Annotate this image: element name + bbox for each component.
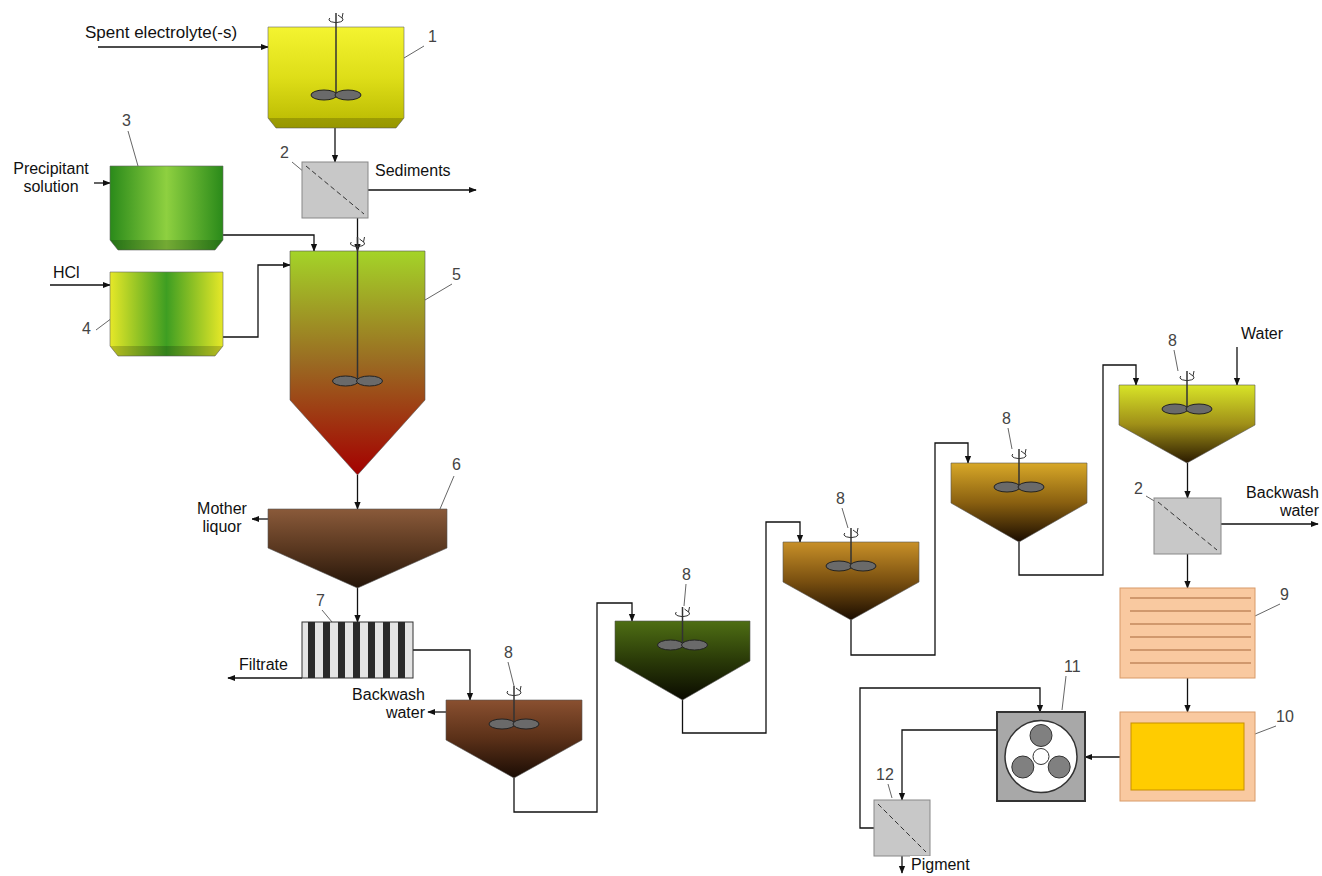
stream-label: Backwash water — [342, 686, 426, 722]
leader-lines — [96, 46, 1280, 798]
callout-number: 3 — [122, 112, 131, 130]
flow-connector — [223, 235, 314, 251]
equipment-shape — [951, 463, 1087, 542]
callout-number: 1 — [428, 28, 437, 46]
equipment-unit: 8 — [446, 700, 582, 778]
leader-line — [1255, 726, 1276, 734]
equipment-unit: 3 — [110, 166, 223, 250]
leader-line — [128, 131, 138, 166]
equipment-shape — [997, 712, 1085, 801]
equipment-unit: 8 — [615, 621, 750, 700]
leader-line — [425, 284, 452, 300]
leader-line — [440, 476, 454, 509]
flow-connector — [1085, 756, 1120, 757]
stream-label: Pigment — [910, 856, 971, 874]
equipment-unit: 8 — [1119, 385, 1255, 463]
stream-label: Mother liquor — [192, 500, 252, 536]
equipment-unit: 2 — [302, 162, 368, 218]
leader-line — [96, 318, 112, 330]
callout-number: 10 — [1276, 708, 1294, 726]
flow-connector — [357, 588, 358, 622]
stream-label: Filtrate — [238, 656, 289, 674]
equipment-shape — [302, 162, 368, 218]
leader-line — [1062, 676, 1066, 710]
input-arrows — [50, 47, 1318, 873]
callout-number: 4 — [82, 320, 91, 338]
equipment-unit: 6 — [268, 509, 447, 588]
leader-line — [508, 662, 514, 686]
leader-line — [404, 46, 424, 58]
equipment-shape — [268, 509, 447, 588]
equipment-shape — [1119, 385, 1255, 463]
callout-number: 11 — [1064, 658, 1081, 676]
equipment-unit: 8 — [951, 463, 1087, 542]
callout-number: 2 — [280, 144, 289, 162]
callout-number: 7 — [316, 592, 325, 610]
equipment-shape — [302, 622, 413, 678]
equipment-shape — [1154, 498, 1221, 554]
equipment-unit: 10 — [1120, 712, 1255, 801]
equipment-unit: 2 — [1154, 498, 1221, 554]
leader-line — [1008, 428, 1012, 449]
leader-line — [1174, 350, 1178, 371]
callout-number: 5 — [452, 266, 461, 284]
equipment-shape — [110, 166, 223, 250]
flow-connector — [357, 475, 358, 509]
flow-connector — [223, 265, 290, 337]
leader-line — [322, 610, 332, 622]
stream-label: Sediments — [374, 162, 452, 180]
leader-line — [842, 508, 848, 528]
equipment-shape — [110, 272, 223, 356]
equipment-shape — [874, 800, 930, 856]
equipment-shape — [268, 27, 404, 128]
callout-number: 8 — [682, 566, 691, 584]
leader-line — [1255, 604, 1280, 616]
equipment-unit: 7 — [302, 622, 413, 678]
stream-label: Spent electrolyte(-s) — [84, 24, 238, 42]
stream-label: Water — [1240, 325, 1284, 343]
equipment-shape — [783, 542, 919, 620]
equipment-unit: 11 — [997, 712, 1085, 801]
leader-line — [888, 784, 892, 798]
stream-label: Backwash water — [1234, 484, 1320, 520]
callout-number: 6 — [452, 456, 461, 474]
callout-number: 8 — [836, 490, 845, 508]
equipment-shape — [1120, 588, 1255, 678]
equipment-shape — [290, 251, 425, 475]
stream-label: HCl — [52, 264, 81, 282]
equipment-unit: 5 — [290, 251, 425, 475]
equipment-unit: 4 — [110, 272, 223, 356]
leader-line — [684, 584, 686, 606]
flow-connector — [1187, 554, 1188, 588]
stream-label: Precipitant solution — [8, 160, 94, 196]
equipment-shape — [446, 700, 582, 778]
callout-number: 9 — [1280, 586, 1289, 604]
callout-number: 8 — [1168, 332, 1177, 350]
equipment-unit: 12 — [874, 800, 930, 856]
equipment-shape — [615, 621, 750, 700]
callout-number: 8 — [1002, 410, 1011, 428]
flow-connector — [1187, 678, 1188, 712]
equipment-unit: 8 — [783, 542, 919, 620]
flow-connector — [1187, 463, 1188, 498]
callout-number: 12 — [876, 766, 894, 784]
callout-number: 8 — [504, 644, 513, 662]
equipment-unit: 9 — [1120, 588, 1255, 678]
flow-connector — [902, 730, 997, 800]
equipment-unit: 1 — [268, 27, 404, 128]
callout-number: 2 — [1134, 480, 1143, 498]
equipment-shape — [1120, 712, 1255, 801]
flow-connector — [334, 128, 335, 162]
